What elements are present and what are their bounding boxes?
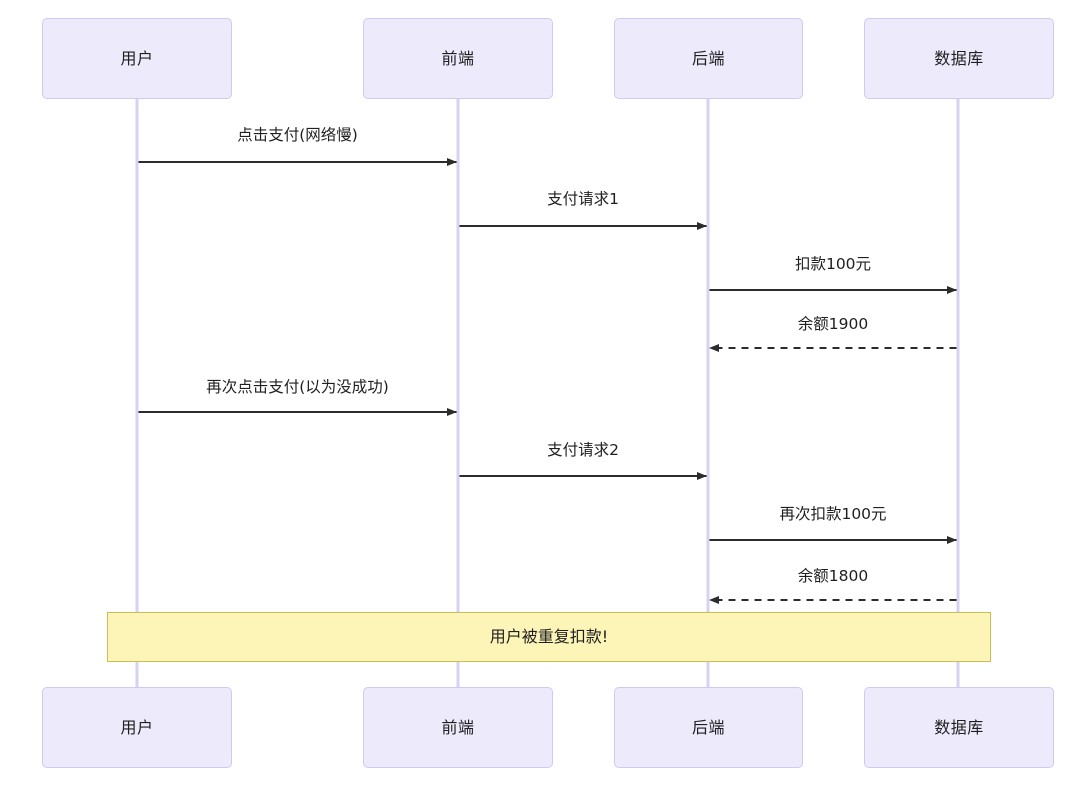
participant-footer-database[interactable]: 数据库 [864,687,1054,768]
message-label-2: 支付请求1 [547,190,619,208]
participant-label-backend: 后端 [691,48,725,68]
note-label: 用户被重复扣款! [489,627,609,646]
message-label-8: 余额1800 [797,567,869,585]
participant-header-user[interactable]: 用户 [42,18,232,99]
participant-label-database: 数据库 [934,717,984,737]
lifelines-group [135,99,960,687]
participant-label-frontend: 前端 [441,717,475,737]
message-label-6: 支付请求2 [547,441,619,459]
participant-footer-frontend[interactable]: 前端 [363,687,553,768]
participant-header-backend[interactable]: 后端 [614,18,803,99]
participant-header-frontend[interactable]: 前端 [363,18,553,99]
participant-footer-user[interactable]: 用户 [42,687,232,768]
note-box: 用户被重复扣款! [107,612,991,662]
message-arrows-group [138,158,957,604]
participant-label-database: 数据库 [934,48,984,68]
message-label-5: 再次点击支付(以为没成功) [206,378,389,396]
participant-label-user: 用户 [120,48,154,68]
message-label-1: 点击支付(网络慢) [237,126,358,144]
message-label-3: 扣款100元 [794,255,872,273]
message-label-7: 再次扣款100元 [779,505,887,523]
participant-footer-backend[interactable]: 后端 [614,687,803,768]
participant-label-backend: 后端 [691,717,725,737]
participant-header-database[interactable]: 数据库 [864,18,1054,99]
participant-label-frontend: 前端 [441,48,475,68]
participant-label-user: 用户 [120,717,154,737]
message-label-4: 余额1900 [797,315,869,333]
